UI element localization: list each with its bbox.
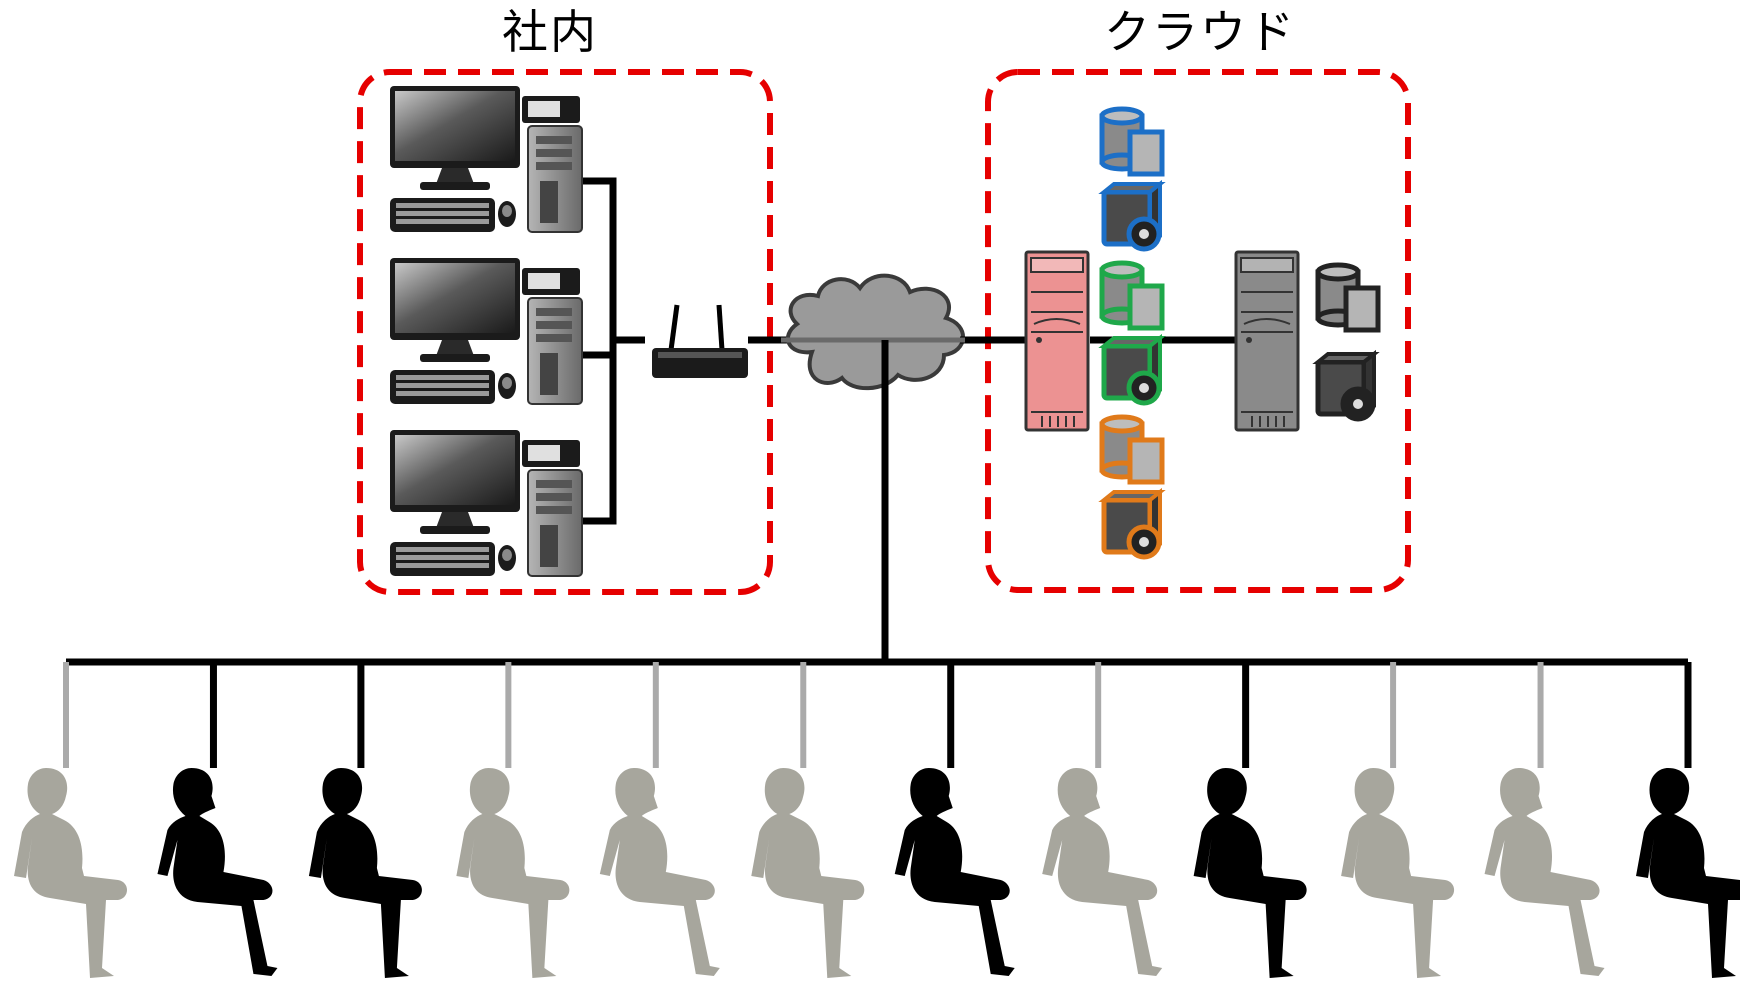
cloud-label: クラウド (1104, 5, 1296, 59)
tenant-server-icon (1024, 250, 1090, 432)
user-silhouette-icon (1484, 768, 1605, 976)
cloud-boundary (985, 69, 1411, 593)
tenant-app-icon (1104, 492, 1160, 557)
user-silhouette-icon (157, 768, 278, 976)
onprem-label: 社内 (502, 5, 598, 59)
user-silhouette-icon (456, 768, 570, 978)
user-silhouette-icon (894, 768, 1015, 976)
user-silhouette-icon (308, 768, 422, 978)
app-icon (1318, 354, 1374, 419)
internet-cloud-icon (786, 273, 965, 391)
onprem-boundary (357, 69, 773, 595)
user-silhouette-icon (1341, 768, 1455, 978)
tenant-database-icon (1102, 263, 1162, 328)
people-layer (14, 662, 1740, 978)
user-silhouette-icon (1636, 768, 1740, 978)
desktop-pc-icon (389, 257, 583, 405)
router-icon (652, 304, 748, 378)
tenant-database-icon (1102, 109, 1162, 174)
desktop-pc-icon (389, 85, 583, 233)
tenant-app-icon (1104, 184, 1160, 249)
user-silhouette-icon (599, 768, 720, 976)
user-silhouette-icon (751, 768, 865, 978)
database-icon (1318, 265, 1378, 330)
tenant-database-icon (1102, 417, 1162, 482)
user-silhouette-icon (14, 768, 127, 978)
tenant-app-icon (1104, 338, 1160, 403)
dedicated-server-icon (1234, 250, 1300, 432)
user-silhouette-icon (1193, 768, 1307, 978)
user-silhouette-icon (1042, 768, 1163, 976)
desktop-pc-icon (389, 429, 583, 577)
